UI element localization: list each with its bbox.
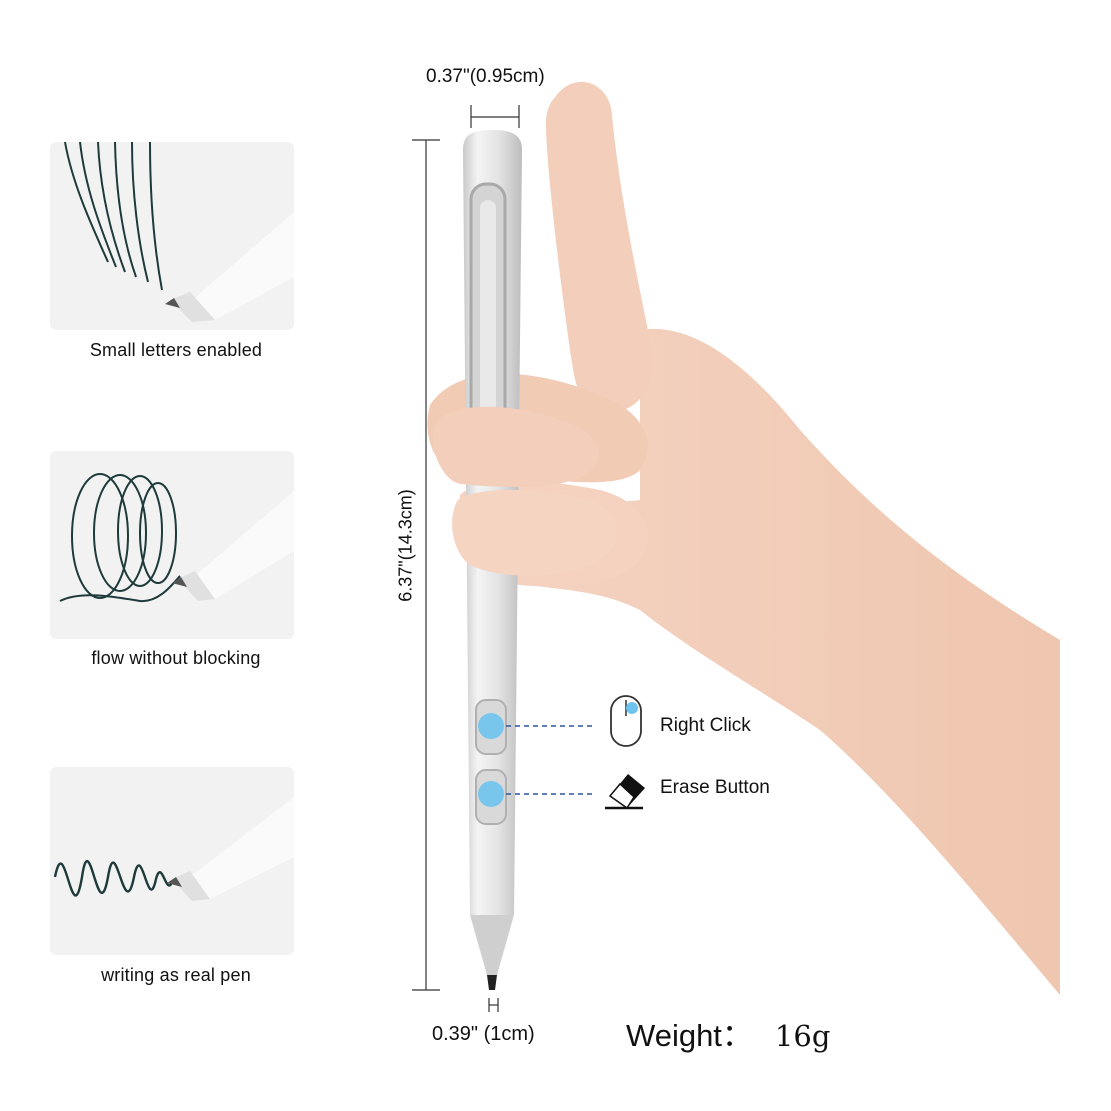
- eraser-icon: [605, 774, 645, 810]
- loop-scribble-sketch-icon: [59, 473, 294, 603]
- right-click-highlight: [478, 713, 504, 739]
- top-width-dimension-line: [470, 105, 520, 128]
- right-click-label: Right Click: [660, 715, 751, 736]
- weight-label: Weight：: [626, 1018, 753, 1053]
- mouse-icon: [610, 695, 642, 747]
- feature-caption-real-pen: writing as real pen: [101, 965, 251, 985]
- feature-caption-flow: flow without blocking: [91, 648, 261, 668]
- feature-caption-small-letters: Small letters enabled: [89, 340, 263, 360]
- weight-info: Weight： 16g: [626, 1010, 830, 1055]
- finger-front: [433, 406, 599, 487]
- erase-highlight: [478, 781, 504, 807]
- length-label: 6.37"(14.3cm): [395, 489, 416, 602]
- fine-lines-sketch-icon: [64, 142, 294, 322]
- tip-width-dimension-line: [488, 998, 499, 1012]
- zigzag-scribble-sketch-icon: [53, 797, 294, 901]
- thumb-front: [452, 489, 617, 576]
- top-width-label: 0.37"(0.95cm): [426, 66, 545, 87]
- erase-button-label: Erase Button: [660, 777, 770, 798]
- weight-value: 16g: [774, 1019, 831, 1053]
- feature-panel-flow: [50, 451, 294, 639]
- feature-panel-real-pen: [50, 767, 294, 955]
- length-dimension-line: [412, 139, 440, 991]
- tip-width-label: 0.39" (1cm): [432, 1023, 535, 1045]
- feature-panel-small-letters: [50, 142, 294, 330]
